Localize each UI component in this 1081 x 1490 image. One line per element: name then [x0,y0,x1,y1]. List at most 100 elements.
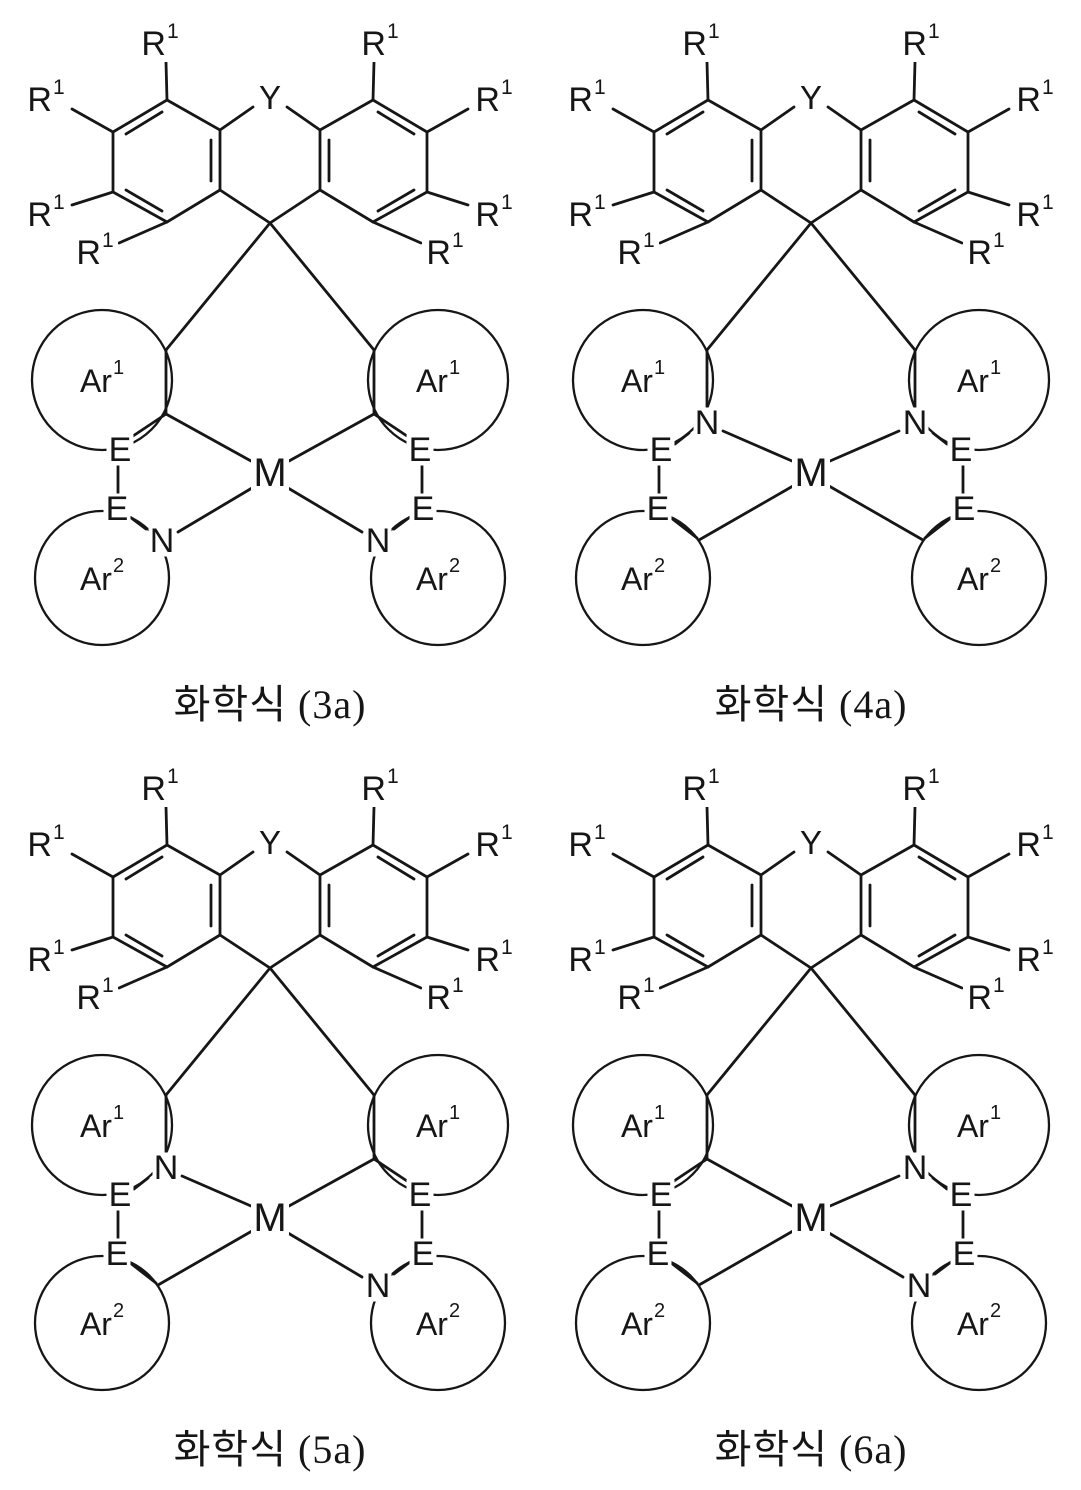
atom-label-ar1-left: Ar1 [80,1102,124,1144]
atom-label-ar1-right: Ar1 [416,357,460,399]
label-mask [963,235,1009,271]
atom-label-r1: R1 [617,974,654,1018]
label-mask [23,942,69,978]
double-bond-inner [376,855,416,881]
atom-label-e-upper: E [409,431,432,469]
label-mask [422,235,468,271]
bond-n-e [673,431,691,446]
label-mask [422,980,468,1016]
bond-c-e [372,1157,409,1183]
atom-label-ar2-left: Ar2 [80,555,124,597]
atom-label-r1: R1 [967,974,1004,1018]
formula-caption-3a: 화학식 (3a) [173,682,367,727]
atom-label-r1: R1 [902,20,939,64]
bond-n-e [931,1176,949,1191]
label-mask [1012,827,1058,863]
bond [859,843,916,877]
bond [111,190,169,224]
atom-label-ar2-right: Ar2 [957,555,1001,597]
bond-to-aryl [809,221,917,352]
atom-label-r1: R1 [568,821,605,865]
atom-label-ar2-left: Ar2 [621,1300,665,1342]
label-mask [947,562,1011,596]
label-mask [611,364,675,398]
aryl2-circle-left [33,509,171,647]
bond [218,933,272,970]
atom-label-r1: R1 [1016,821,1053,865]
bond-e-c [923,515,954,540]
bond [859,933,916,969]
bond [912,190,970,224]
atom-label-e-upper: E [950,1176,973,1214]
label-mask [106,434,134,466]
atom-label-r1: R1 [27,936,64,980]
double-bond-inner [665,855,705,881]
bond-y [285,105,322,132]
label-mask [647,1179,675,1211]
label-mask [148,525,176,557]
label-mask [796,827,826,857]
bond [268,933,322,970]
bond-n-e [132,1176,150,1191]
bond [371,843,429,879]
bond [912,60,917,102]
bond [759,933,813,970]
atom-label-r1: R1 [27,821,64,865]
bond [611,190,656,207]
bond [706,843,763,877]
double-bond-inner [665,188,705,213]
label-mask [23,827,69,863]
bond-c-m [156,1229,254,1287]
atom-label-y: Y [800,79,822,116]
bond [318,843,375,877]
atom-label-ar2-left: Ar2 [621,555,665,597]
bond [705,805,710,847]
double-bond-inner [917,855,957,881]
label-mask [357,771,403,807]
atom-label-n-bottom: N [907,1267,932,1305]
aryl1-circle-left [571,308,715,452]
bond-c-e [672,1157,709,1183]
atom-label-n-bottom: N [366,1267,391,1305]
bond [117,965,169,990]
label-mask [106,1179,134,1211]
double-bond-inner [124,855,164,881]
atom-label-e-lower: E [647,1235,670,1273]
bond [371,220,423,245]
atom-label-e-upper: E [650,1176,673,1214]
label-mask [611,562,675,596]
label-mask [406,434,434,466]
label-mask [152,1152,180,1184]
atom-label-m: M [794,1196,827,1240]
bond-c-e [372,412,409,438]
bond-e-n [392,515,412,531]
atom-label-ar1-left: Ar1 [621,1102,665,1144]
label-mask [950,493,978,525]
label-mask [564,82,610,118]
bond-c-m [697,1229,795,1287]
label-mask [901,407,929,439]
bond [425,935,470,952]
label-mask [564,827,610,863]
atom-label-e-lower: E [106,490,129,528]
atom-label-ar1-left: Ar1 [80,357,124,399]
label-mask [137,26,183,62]
atom-label-e-lower: E [647,490,670,528]
label-mask [471,827,517,863]
atom-label-n-bottom: N [366,522,391,560]
atom-label-e-lower: E [953,490,976,528]
bond [218,188,272,225]
bond-y [826,105,863,132]
bond [371,805,376,847]
label-mask [647,434,675,466]
bond-y [826,850,863,877]
label-mask [905,1270,933,1302]
bond [425,190,470,207]
label-mask [23,82,69,118]
